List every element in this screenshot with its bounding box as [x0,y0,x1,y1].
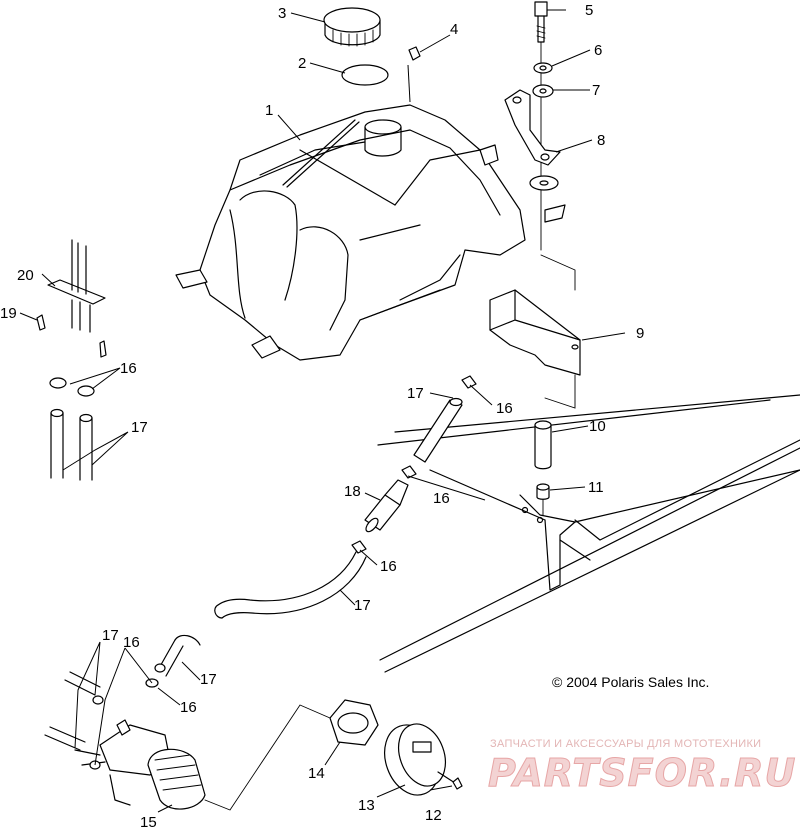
tank-bracket [504,89,561,166]
hose-clamp [49,377,67,389]
copyright-notice: © 2004 Polaris Sales Inc. [552,674,709,690]
fuel-sender-clip [99,340,107,358]
callout-17a: 17 [131,419,148,436]
screw [437,771,463,790]
cap-gasket [341,64,389,86]
callout-6: 6 [594,42,602,59]
callout-17c: 17 [354,597,371,614]
washer-small [533,62,553,74]
spacer-sleeve [534,420,552,470]
bushing [536,483,550,516]
callout-17d: 17 [200,671,217,688]
fuel-cap [323,7,381,47]
hose-clamp [351,540,367,554]
callout-12: 12 [425,807,442,824]
callout-16d: 16 [380,558,397,575]
sender-cover [384,723,446,796]
callout-8: 8 [597,132,605,149]
hose-clamp [401,465,417,479]
leader-lines [19,9,626,813]
callout-14: 14 [308,765,325,782]
watermark: ЗАПЧАСТИ И АКСЕССУАРЫ ДЛЯ МОТОТЕХНИКИ PA… [488,738,796,796]
vent-clip [408,46,421,61]
fuel-line-upper [413,397,463,463]
callout-18: 18 [344,483,361,500]
callout-19: 19 [0,305,17,322]
callout-4: 4 [450,21,458,38]
assembly-line [204,704,331,811]
callout-15: 15 [140,814,157,829]
fuel-line-curved [214,551,367,619]
hose-clamp [154,663,166,673]
callout-10: 10 [589,418,606,435]
callout-17e: 17 [102,627,119,644]
callout-16e: 16 [180,699,197,716]
lock-ring [329,699,379,746]
fuel-sender-clip [36,314,46,331]
callout-20: 20 [17,267,34,284]
callout-9: 9 [636,325,644,342]
callout-5: 5 [585,2,593,19]
callout-13: 13 [358,797,375,814]
hose-clamp [92,695,104,705]
callout-11: 11 [588,479,604,496]
callout-7: 7 [592,82,600,99]
callout-numbers: 1 2 3 4 5 6 7 8 9 10 11 12 13 14 15 16 1… [0,2,644,829]
fuel-filter [364,479,409,533]
callout-16a: 16 [120,360,137,377]
fuel-line-left [50,408,93,481]
support-block [489,254,581,409]
washer [532,84,554,98]
callout-3: 3 [278,5,286,22]
fuel-sender [47,239,106,333]
callout-16c: 16 [433,490,450,507]
frame-rails [377,394,800,673]
watermark-tagline: ЗАПЧАСТИ И АКСЕССУАРЫ ДЛЯ МОТОТЕХНИКИ [490,738,761,750]
hose-clamp [77,385,95,397]
hose-clamp [461,375,477,389]
fuel-tank [175,104,566,361]
callout-17b: 17 [407,385,424,402]
callout-16f: 16 [123,634,140,651]
fuel-line-lower [44,634,201,751]
callout-1: 1 [265,102,273,119]
fuel-pump [74,719,206,810]
callout-2: 2 [298,55,306,72]
callout-16b: 16 [496,400,513,417]
watermark-logo: PARTSFOR.RU [488,751,796,795]
grommet [529,175,559,191]
